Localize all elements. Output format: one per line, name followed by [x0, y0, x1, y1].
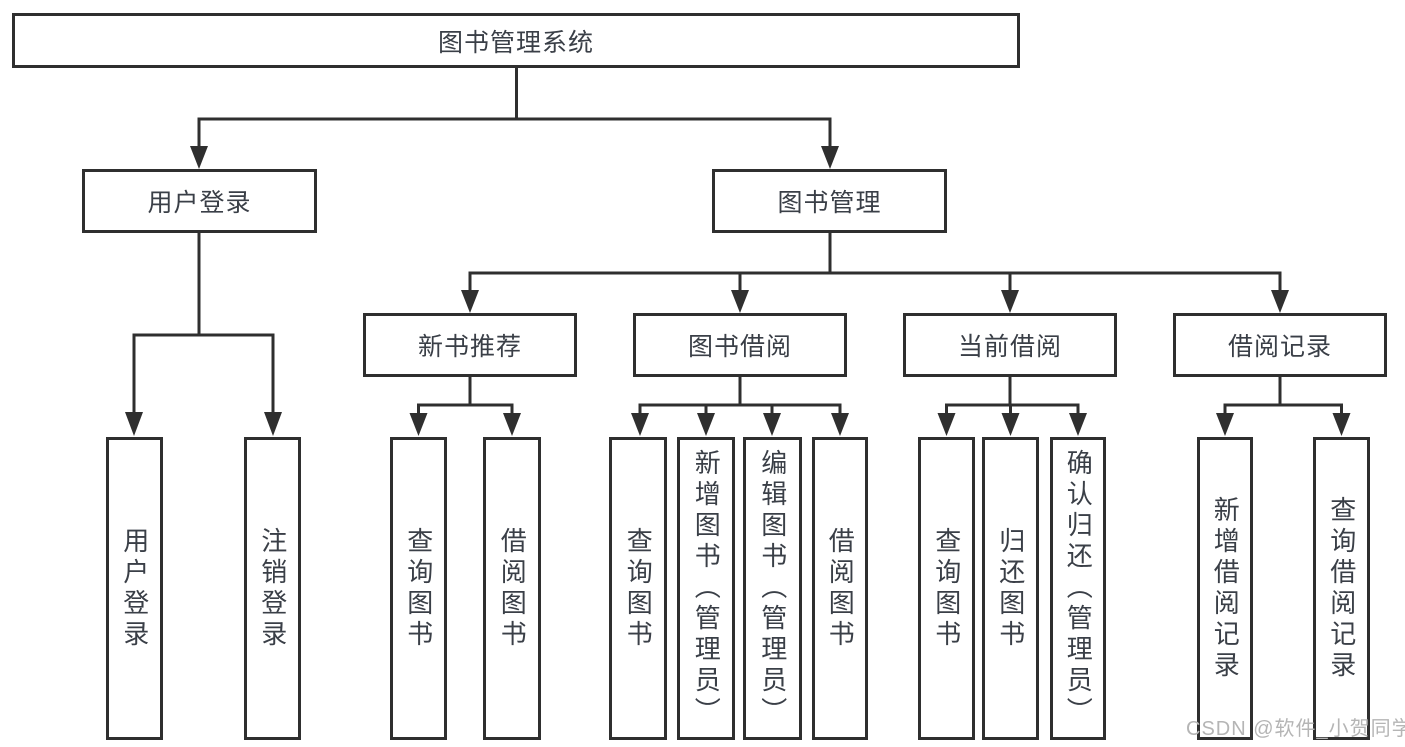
leaf-user-login-label: 用户登录	[119, 526, 150, 651]
leaf-logout-label: 注销登录	[257, 526, 288, 651]
leaf-add-book-admin-label: 新增图书（管理员）	[691, 449, 722, 728]
leaf-query-books-borrowing-label: 查询图书	[623, 526, 654, 651]
leaf-borrow-books-label: 借阅图书	[825, 526, 856, 651]
leaf-query-books-borrowing: 查询图书	[609, 437, 667, 740]
leaf-query-borrow-record: 查询借阅记录	[1313, 437, 1370, 740]
node-new-book-recommendation: 新书推荐	[363, 313, 577, 377]
node-current-borrowing: 当前借阅	[903, 313, 1117, 377]
node-root: 图书管理系统	[12, 13, 1020, 68]
node-current-borrowing-label: 当前借阅	[957, 333, 1062, 361]
leaf-user-login: 用户登录	[106, 437, 163, 740]
node-book-management-label: 图书管理	[777, 189, 882, 217]
node-borrowing-records-label: 借阅记录	[1227, 333, 1332, 361]
leaf-edit-book-admin-label: 编辑图书（管理员）	[757, 449, 788, 728]
leaf-logout: 注销登录	[244, 437, 301, 740]
leaf-query-books-current: 查询图书	[918, 437, 975, 740]
csdn-watermark: CSDN @软件_小贺同学	[1186, 718, 1405, 740]
leaf-query-borrow-record-label: 查询借阅记录	[1326, 495, 1357, 682]
leaf-query-books-current-label: 查询图书	[931, 526, 962, 651]
leaf-borrow-books-recommend-label: 借阅图书	[497, 526, 528, 651]
node-borrowing-records: 借阅记录	[1173, 313, 1387, 377]
leaf-query-books-recommend-label: 查询图书	[403, 526, 434, 651]
node-root-label: 图书管理系统	[437, 28, 594, 57]
node-book-borrowing-label: 图书借阅	[687, 333, 792, 361]
leaf-edit-book-admin: 编辑图书（管理员）	[743, 437, 802, 740]
leaf-borrow-books-recommend: 借阅图书	[483, 437, 541, 740]
node-user-login: 用户登录	[82, 169, 317, 233]
node-book-borrowing: 图书借阅	[633, 313, 847, 377]
leaf-confirm-return-admin-label: 确认归还（管理员）	[1063, 449, 1094, 728]
node-book-management: 图书管理	[712, 169, 947, 233]
leaf-return-book: 归还图书	[982, 437, 1039, 740]
leaf-add-borrow-record-label: 新增借阅记录	[1210, 495, 1241, 682]
leaf-query-books-recommend: 查询图书	[390, 437, 447, 740]
leaf-add-book-admin: 新增图书（管理员）	[677, 437, 735, 740]
leaf-add-borrow-record: 新增借阅记录	[1197, 437, 1253, 740]
leaf-borrow-books: 借阅图书	[812, 437, 868, 740]
node-new-book-recommendation-label: 新书推荐	[417, 333, 522, 361]
leaf-confirm-return-admin: 确认归还（管理员）	[1050, 437, 1106, 740]
node-user-login-label: 用户登录	[147, 189, 252, 217]
leaf-return-book-label: 归还图书	[995, 526, 1026, 651]
